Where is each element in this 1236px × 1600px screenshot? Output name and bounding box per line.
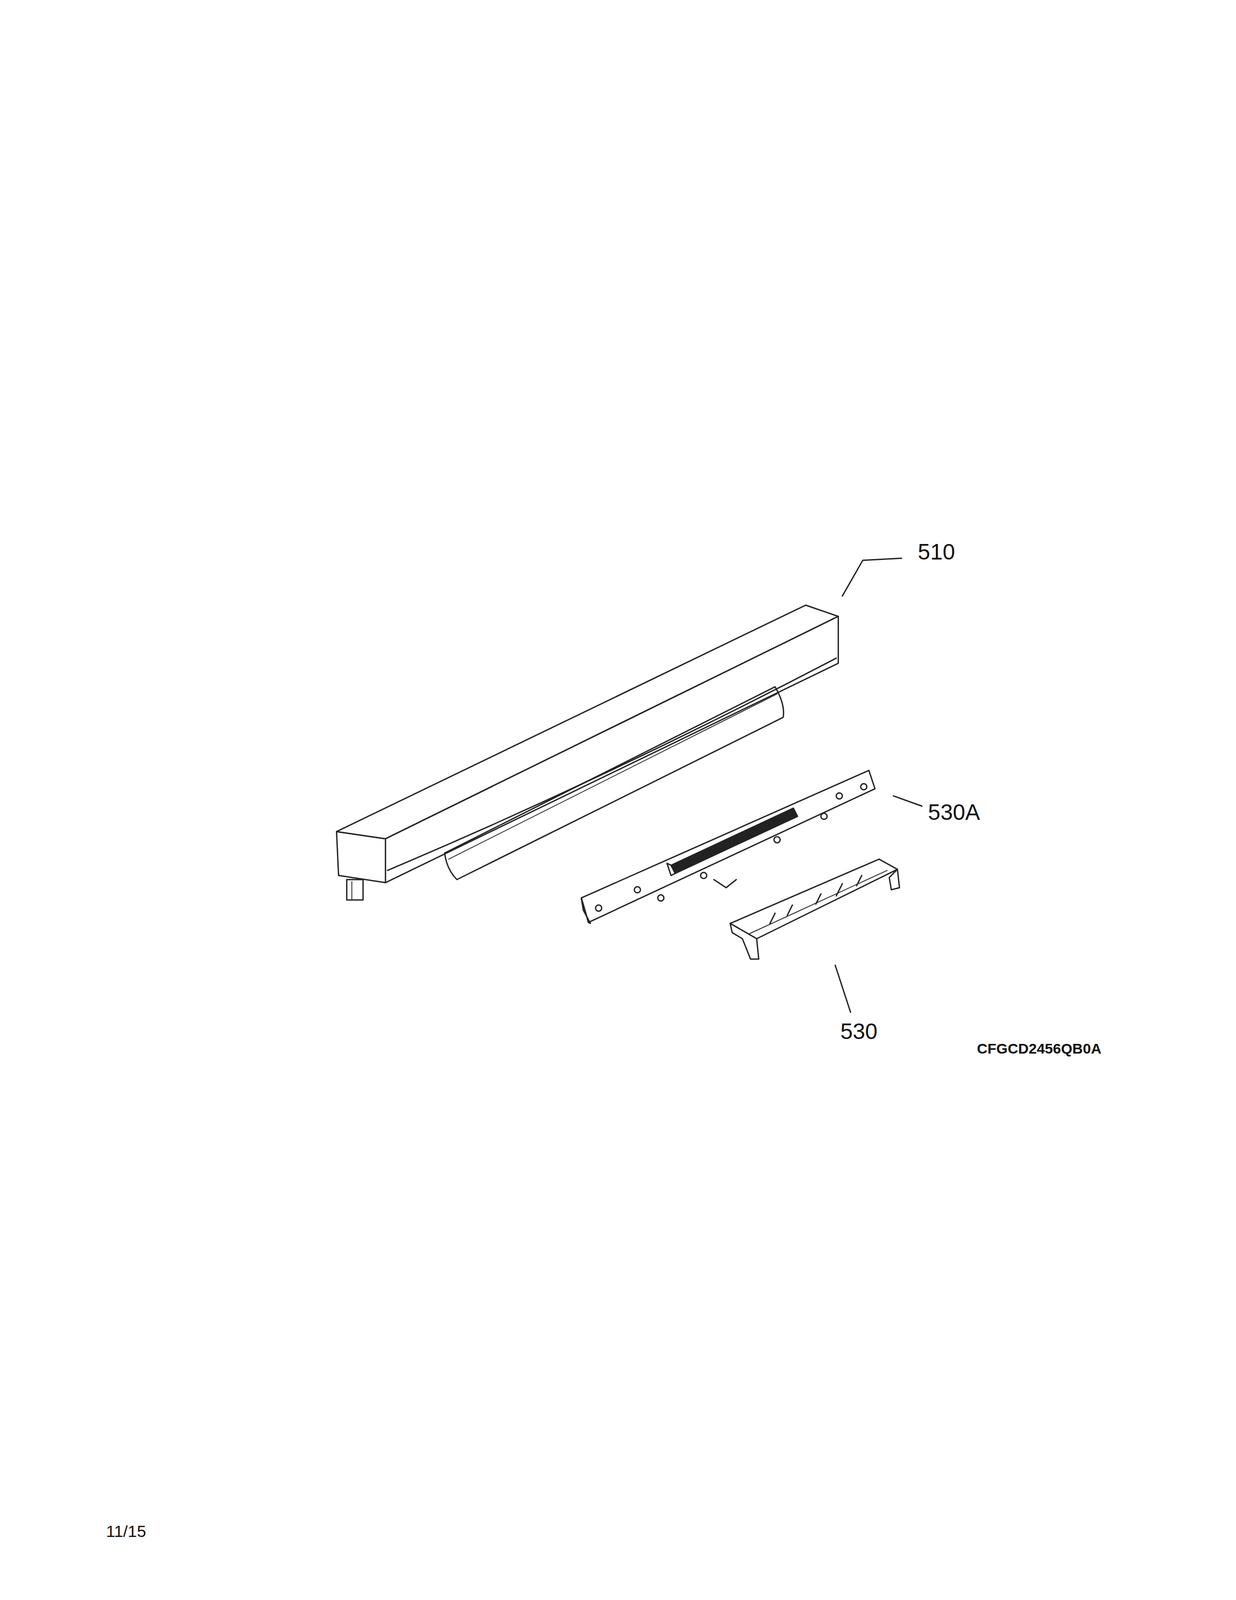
- panel-front-face: [385, 616, 839, 883]
- model-number: CFGCD2456QB0A: [977, 1041, 1102, 1056]
- plate-notch: [713, 879, 737, 888]
- hole: [657, 894, 665, 902]
- clip-ribs: [769, 875, 862, 924]
- callout-number: 530A: [928, 800, 981, 824]
- clip-top: [729, 858, 898, 939]
- clip-edge: [749, 870, 888, 934]
- connector-strip: [670, 808, 798, 874]
- strip-end: [666, 862, 676, 875]
- hole: [634, 886, 641, 893]
- callout-number: 510: [918, 540, 956, 563]
- panel-end-face: [336, 831, 386, 883]
- panel-tab: [346, 879, 364, 900]
- cover-clip: [729, 858, 900, 959]
- control-panel: [336, 604, 839, 900]
- leader-line: [842, 557, 902, 596]
- hole: [774, 836, 781, 843]
- panel-top-face: [336, 604, 839, 839]
- page-date: 11/15: [106, 1522, 147, 1539]
- leader-line: [893, 795, 922, 807]
- clip-lip: [889, 869, 900, 890]
- hole: [860, 783, 868, 790]
- hole: [821, 812, 828, 820]
- callout-number: 530: [840, 1019, 878, 1043]
- hole: [836, 792, 843, 799]
- leader-line: [835, 965, 851, 1013]
- plate-edge: [581, 897, 591, 924]
- clip-lip: [729, 923, 759, 960]
- tab-edge: [351, 881, 353, 899]
- hole: [595, 904, 603, 912]
- hole: [700, 871, 707, 879]
